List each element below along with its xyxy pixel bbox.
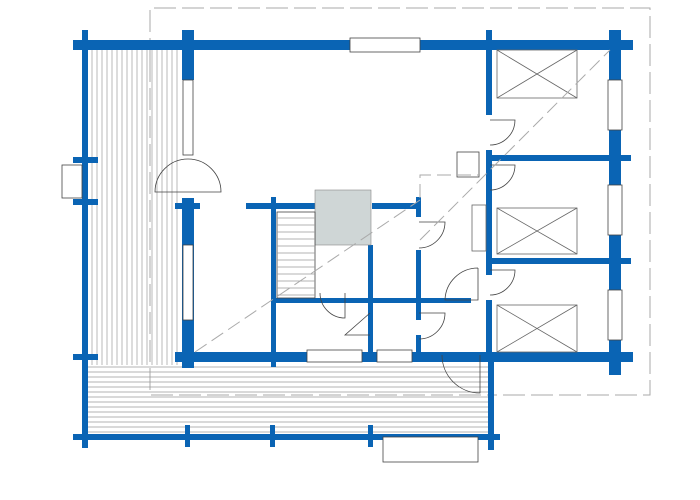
deck-post-4	[488, 355, 494, 450]
window-south-2	[376, 349, 413, 363]
window-living-west	[182, 79, 194, 156]
wardrobe	[471, 204, 487, 252]
wall-hall-north-b	[246, 203, 316, 209]
deck-post-3	[368, 425, 373, 447]
wall-hall-north-c	[372, 203, 417, 209]
stair-treads	[277, 217, 315, 296]
roof-hip-lines	[194, 49, 611, 353]
deck-post-1	[185, 425, 190, 447]
bed-2	[496, 207, 578, 255]
west-deck	[91, 50, 178, 365]
entry-steps-west	[61, 164, 83, 199]
deck-rail-south	[73, 434, 500, 440]
wall-bedrooms-west	[486, 50, 492, 115]
door-sauna	[343, 312, 371, 336]
wall-hall-north-a	[175, 203, 200, 209]
wall-bath-mid	[276, 298, 471, 303]
deck-post-2	[270, 425, 275, 447]
window-north	[349, 37, 421, 53]
entry-steps-north	[456, 151, 480, 178]
deck-stub-2	[73, 199, 98, 205]
wall-post-stairs	[271, 197, 276, 367]
roof-outline	[149, 7, 651, 396]
door-storage	[319, 292, 346, 319]
window-east-2	[607, 184, 623, 236]
window-east-1	[607, 79, 623, 131]
door-hall	[444, 267, 479, 301]
door-main-west	[154, 158, 222, 193]
wall-bath-east-2	[416, 250, 421, 320]
south-deck	[88, 366, 488, 433]
window-south-1	[306, 349, 363, 363]
door-bath	[418, 221, 446, 249]
wall-bedrooms-west-3	[486, 300, 492, 355]
deck-stub-3	[73, 354, 98, 360]
door-bedroom-3	[489, 269, 516, 296]
post-north-east	[486, 30, 492, 50]
chimney-stairs	[314, 189, 372, 246]
wall-bath-east	[416, 197, 421, 217]
door-wc	[418, 312, 446, 340]
door-entrance-south	[441, 354, 481, 394]
wall-bedrooms-west-2	[486, 150, 492, 275]
wall-bath-east-3	[416, 335, 421, 360]
wall-bedroom-1-2	[486, 155, 631, 161]
window-living-west-2	[182, 244, 194, 321]
wall-living-west-top	[182, 30, 194, 80]
wall-bedroom-2-3	[486, 258, 631, 264]
deck-stub-1	[73, 157, 98, 163]
bed-3	[496, 304, 578, 353]
wall-west-deck	[82, 30, 88, 448]
door-bedroom-2	[489, 164, 516, 191]
window-east-3	[607, 289, 623, 341]
door-bedroom-1	[489, 119, 516, 146]
bed-1	[496, 49, 578, 99]
entry-steps-south	[382, 436, 479, 463]
